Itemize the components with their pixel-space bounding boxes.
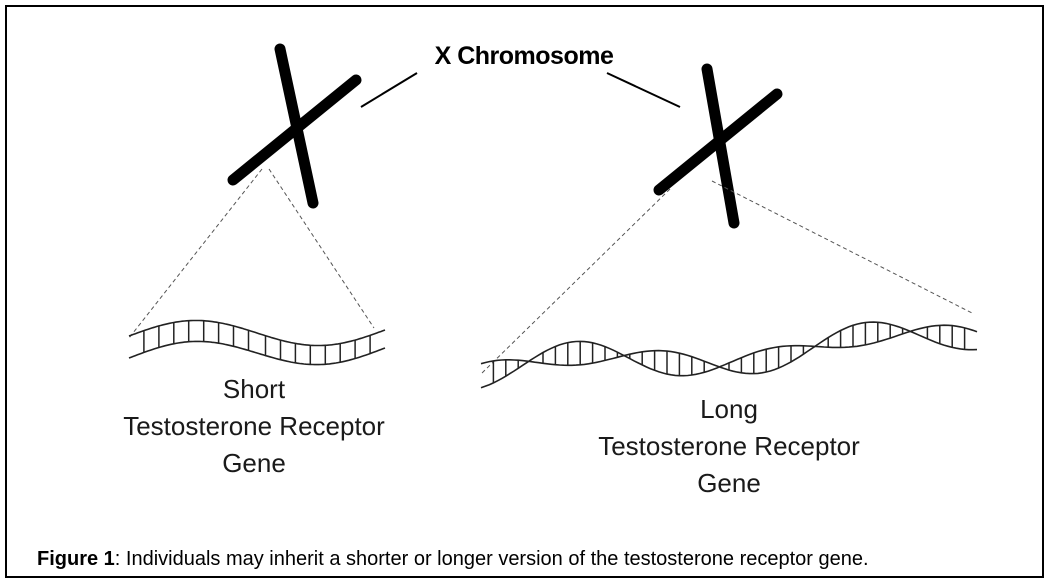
pointer-line-right xyxy=(607,73,680,107)
x-chromosome-right xyxy=(659,69,777,223)
caption-text: : Individuals may inherit a shorter or l… xyxy=(115,548,869,570)
chromosome-label: X Chromosome xyxy=(435,42,614,70)
figure-frame: X Chromosome Short Testoster xyxy=(5,5,1044,578)
diagram: X Chromosome Short Testoster xyxy=(7,7,1042,537)
pointer-line-left xyxy=(361,73,417,107)
figure-caption: Figure 1: Individuals may inherit a shor… xyxy=(37,548,869,571)
dna-short-strand xyxy=(129,321,385,365)
figure-label: Figure 1 xyxy=(37,548,115,570)
dna-long-strand xyxy=(481,322,977,388)
short-gene-label-line1: Short xyxy=(223,374,286,404)
dna-backbone-bottom xyxy=(129,341,385,364)
zoom-lines-left xyxy=(129,169,374,338)
x-chromosome-left xyxy=(233,49,356,203)
short-gene-label-line3: Gene xyxy=(222,448,286,478)
long-gene-label-line2: Testosterone Receptor xyxy=(598,431,860,461)
dna-backbone-top xyxy=(129,321,385,346)
long-gene-label-line1: Long xyxy=(700,394,758,424)
short-gene-label-line2: Testosterone Receptor xyxy=(123,411,385,441)
long-gene-label-line3: Gene xyxy=(697,468,761,498)
